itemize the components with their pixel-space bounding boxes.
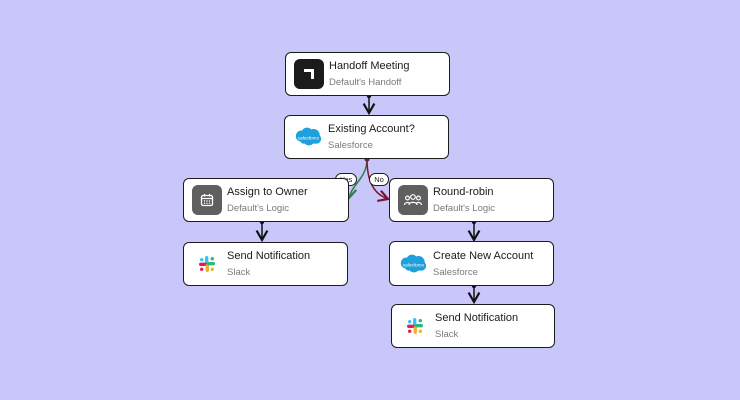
default-logo-icon: [294, 59, 324, 89]
node-title: Send Notification: [435, 311, 519, 324]
node-title: Send Notification: [227, 249, 311, 262]
no-branch-label[interactable]: No: [369, 173, 389, 186]
connector-no-branch: [366, 158, 391, 202]
node-handoff-meeting[interactable]: Handoff Meeting Default's Handoff: [285, 52, 450, 96]
slack-icon: [192, 249, 222, 279]
node-subtitle: Salesforce: [433, 266, 478, 278]
connector-roundrobin-to-create: [467, 219, 481, 243]
slack-icon: [400, 311, 430, 341]
node-title: Round-robin: [433, 185, 494, 198]
salesforce-icon: salesforce: [293, 122, 323, 152]
node-subtitle: Slack: [435, 328, 459, 340]
node-existing-account[interactable]: salesforce Existing Account? Salesforce: [284, 115, 449, 159]
connector-handoff-to-existing: [362, 93, 376, 116]
salesforce-icon: salesforce: [398, 249, 428, 279]
node-title: Handoff Meeting: [329, 59, 410, 72]
node-send-notification-left[interactable]: Send Notification Slack: [183, 242, 348, 286]
node-title: Assign to Owner: [227, 185, 308, 198]
connector-create-to-notify: [467, 283, 481, 305]
node-send-notification-right[interactable]: Send Notification Slack: [391, 304, 555, 348]
node-title: Create New Account: [433, 249, 534, 262]
node-subtitle: Default's Logic: [433, 202, 496, 214]
users-group-icon: [398, 185, 428, 215]
salesforce-logo-text: salesforce: [298, 135, 320, 140]
node-subtitle: Default's Logic: [227, 202, 290, 214]
node-subtitle: Slack: [227, 266, 251, 278]
calendar-icon: [192, 185, 222, 215]
node-subtitle: Default's Handoff: [329, 76, 402, 88]
salesforce-logo-text: salesforce: [403, 262, 425, 267]
node-create-new-account[interactable]: salesforce Create New Account Salesforce: [389, 241, 554, 286]
connector-assign-to-notify: [255, 219, 269, 243]
node-round-robin[interactable]: Round-robin Default's Logic: [389, 178, 554, 222]
node-subtitle: Salesforce: [328, 139, 373, 151]
node-assign-to-owner[interactable]: Assign to Owner Default's Logic: [183, 178, 349, 222]
node-title: Existing Account?: [328, 122, 415, 135]
